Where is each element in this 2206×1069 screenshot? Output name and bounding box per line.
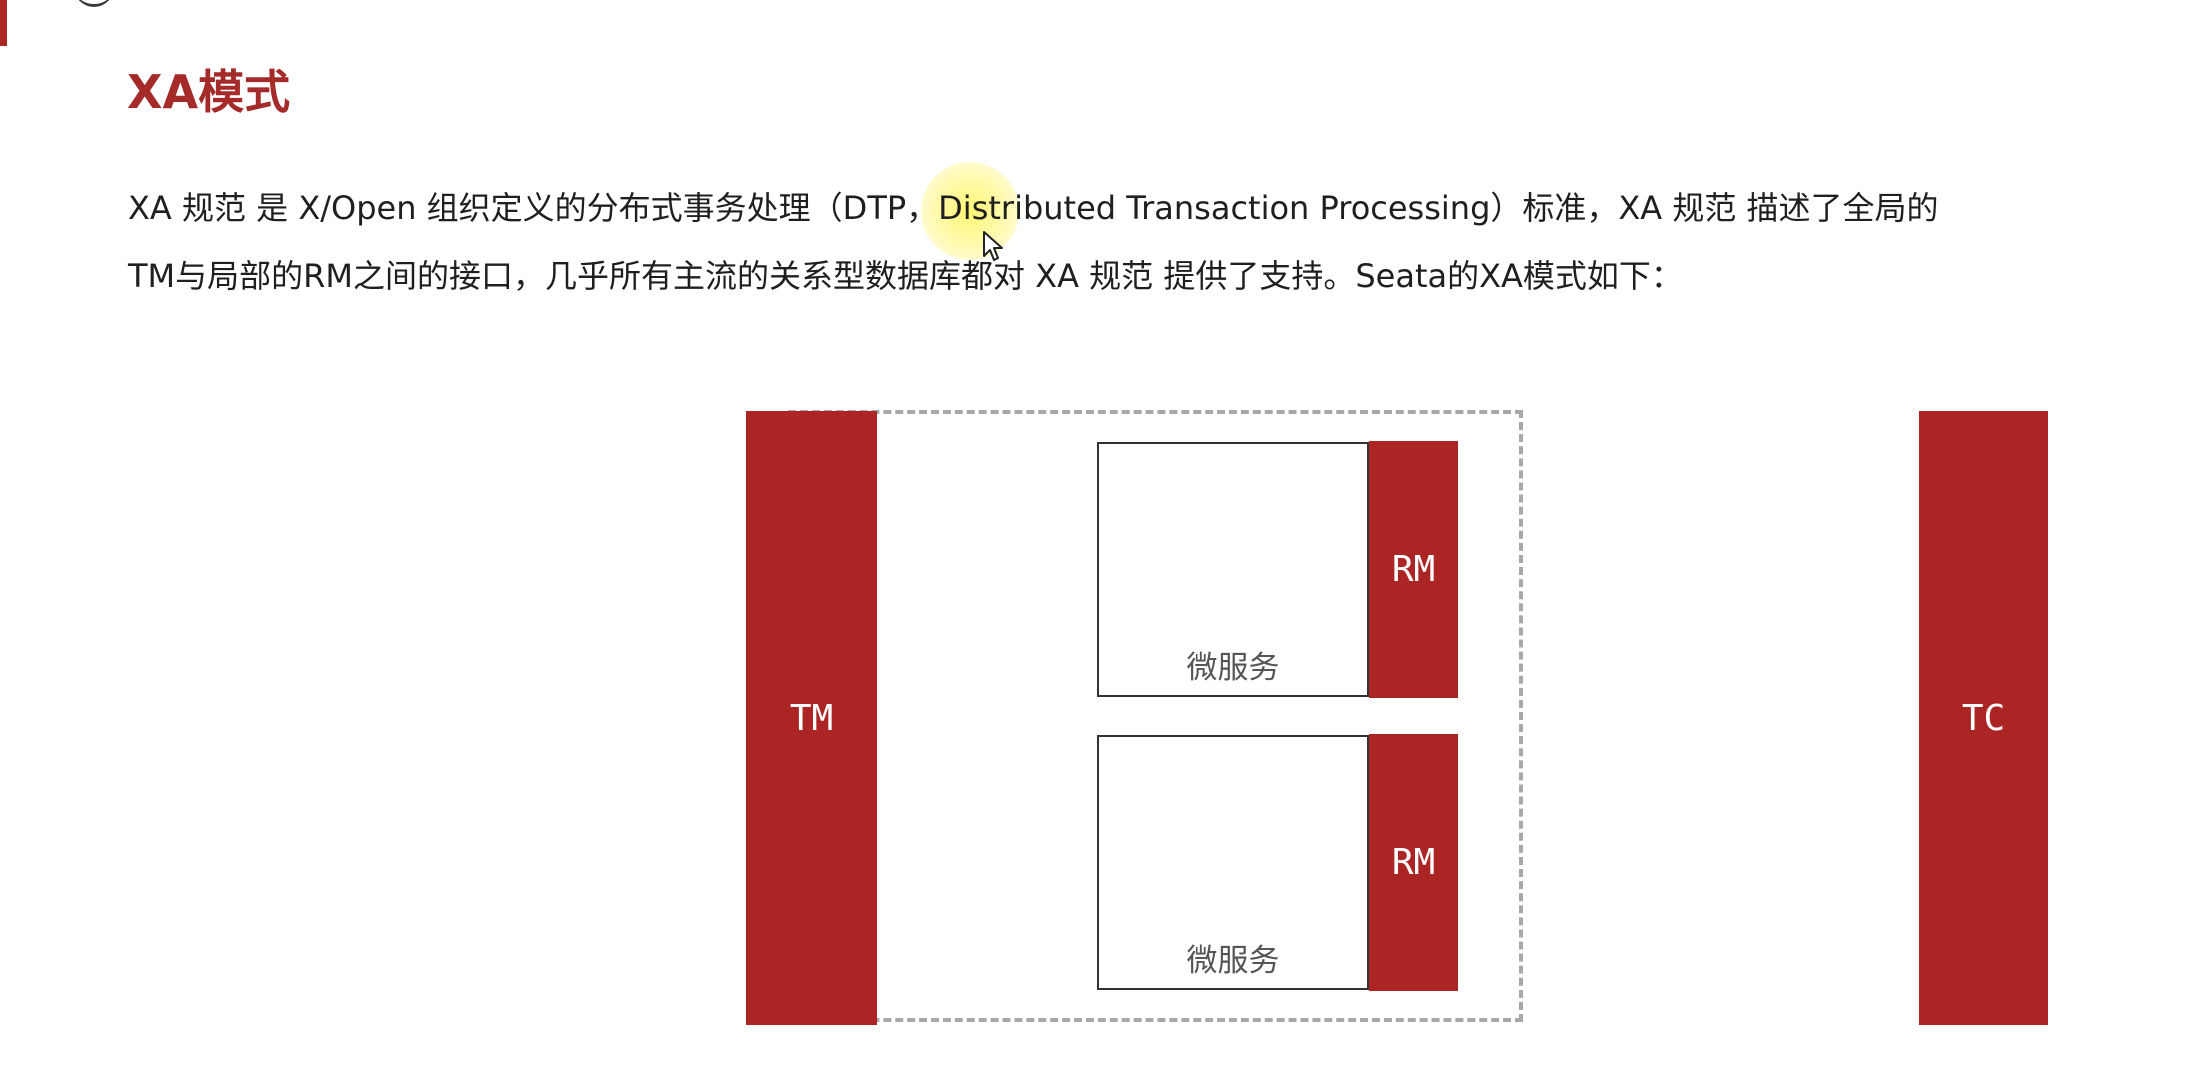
slide-corner-accent (0, 0, 7, 46)
tc-block: TC (1919, 411, 2048, 1025)
microservice-label-1: 微服务 (1186, 650, 1280, 686)
tm-block: TM (746, 411, 877, 1025)
tc-label: TC (1961, 697, 2006, 739)
mouse-pointer-icon (983, 231, 1003, 261)
tm-label: TM (789, 697, 834, 739)
paragraph-line-1: XA 规范 是 X/Open 组织定义的分布式事务处理（DTP，Distribu… (128, 189, 1939, 227)
slide-corner-arc (74, 0, 114, 7)
rm-label-1: RM (1391, 549, 1436, 590)
microservice-box-1: 微服务 (1097, 442, 1369, 697)
cursor-highlight (921, 162, 1019, 260)
paragraph-line-2: TM与局部的RM之间的接口，几乎所有主流的关系型数据库都对 XA 规范 提供了支… (128, 257, 1683, 295)
microservice-box-2: 微服务 (1097, 735, 1369, 990)
rm-block-1: RM (1369, 441, 1458, 698)
slide-title: XA模式 (127, 65, 291, 119)
rm-label-2: RM (1391, 842, 1436, 883)
microservice-label-2: 微服务 (1186, 943, 1280, 979)
rm-block-2: RM (1369, 734, 1458, 991)
